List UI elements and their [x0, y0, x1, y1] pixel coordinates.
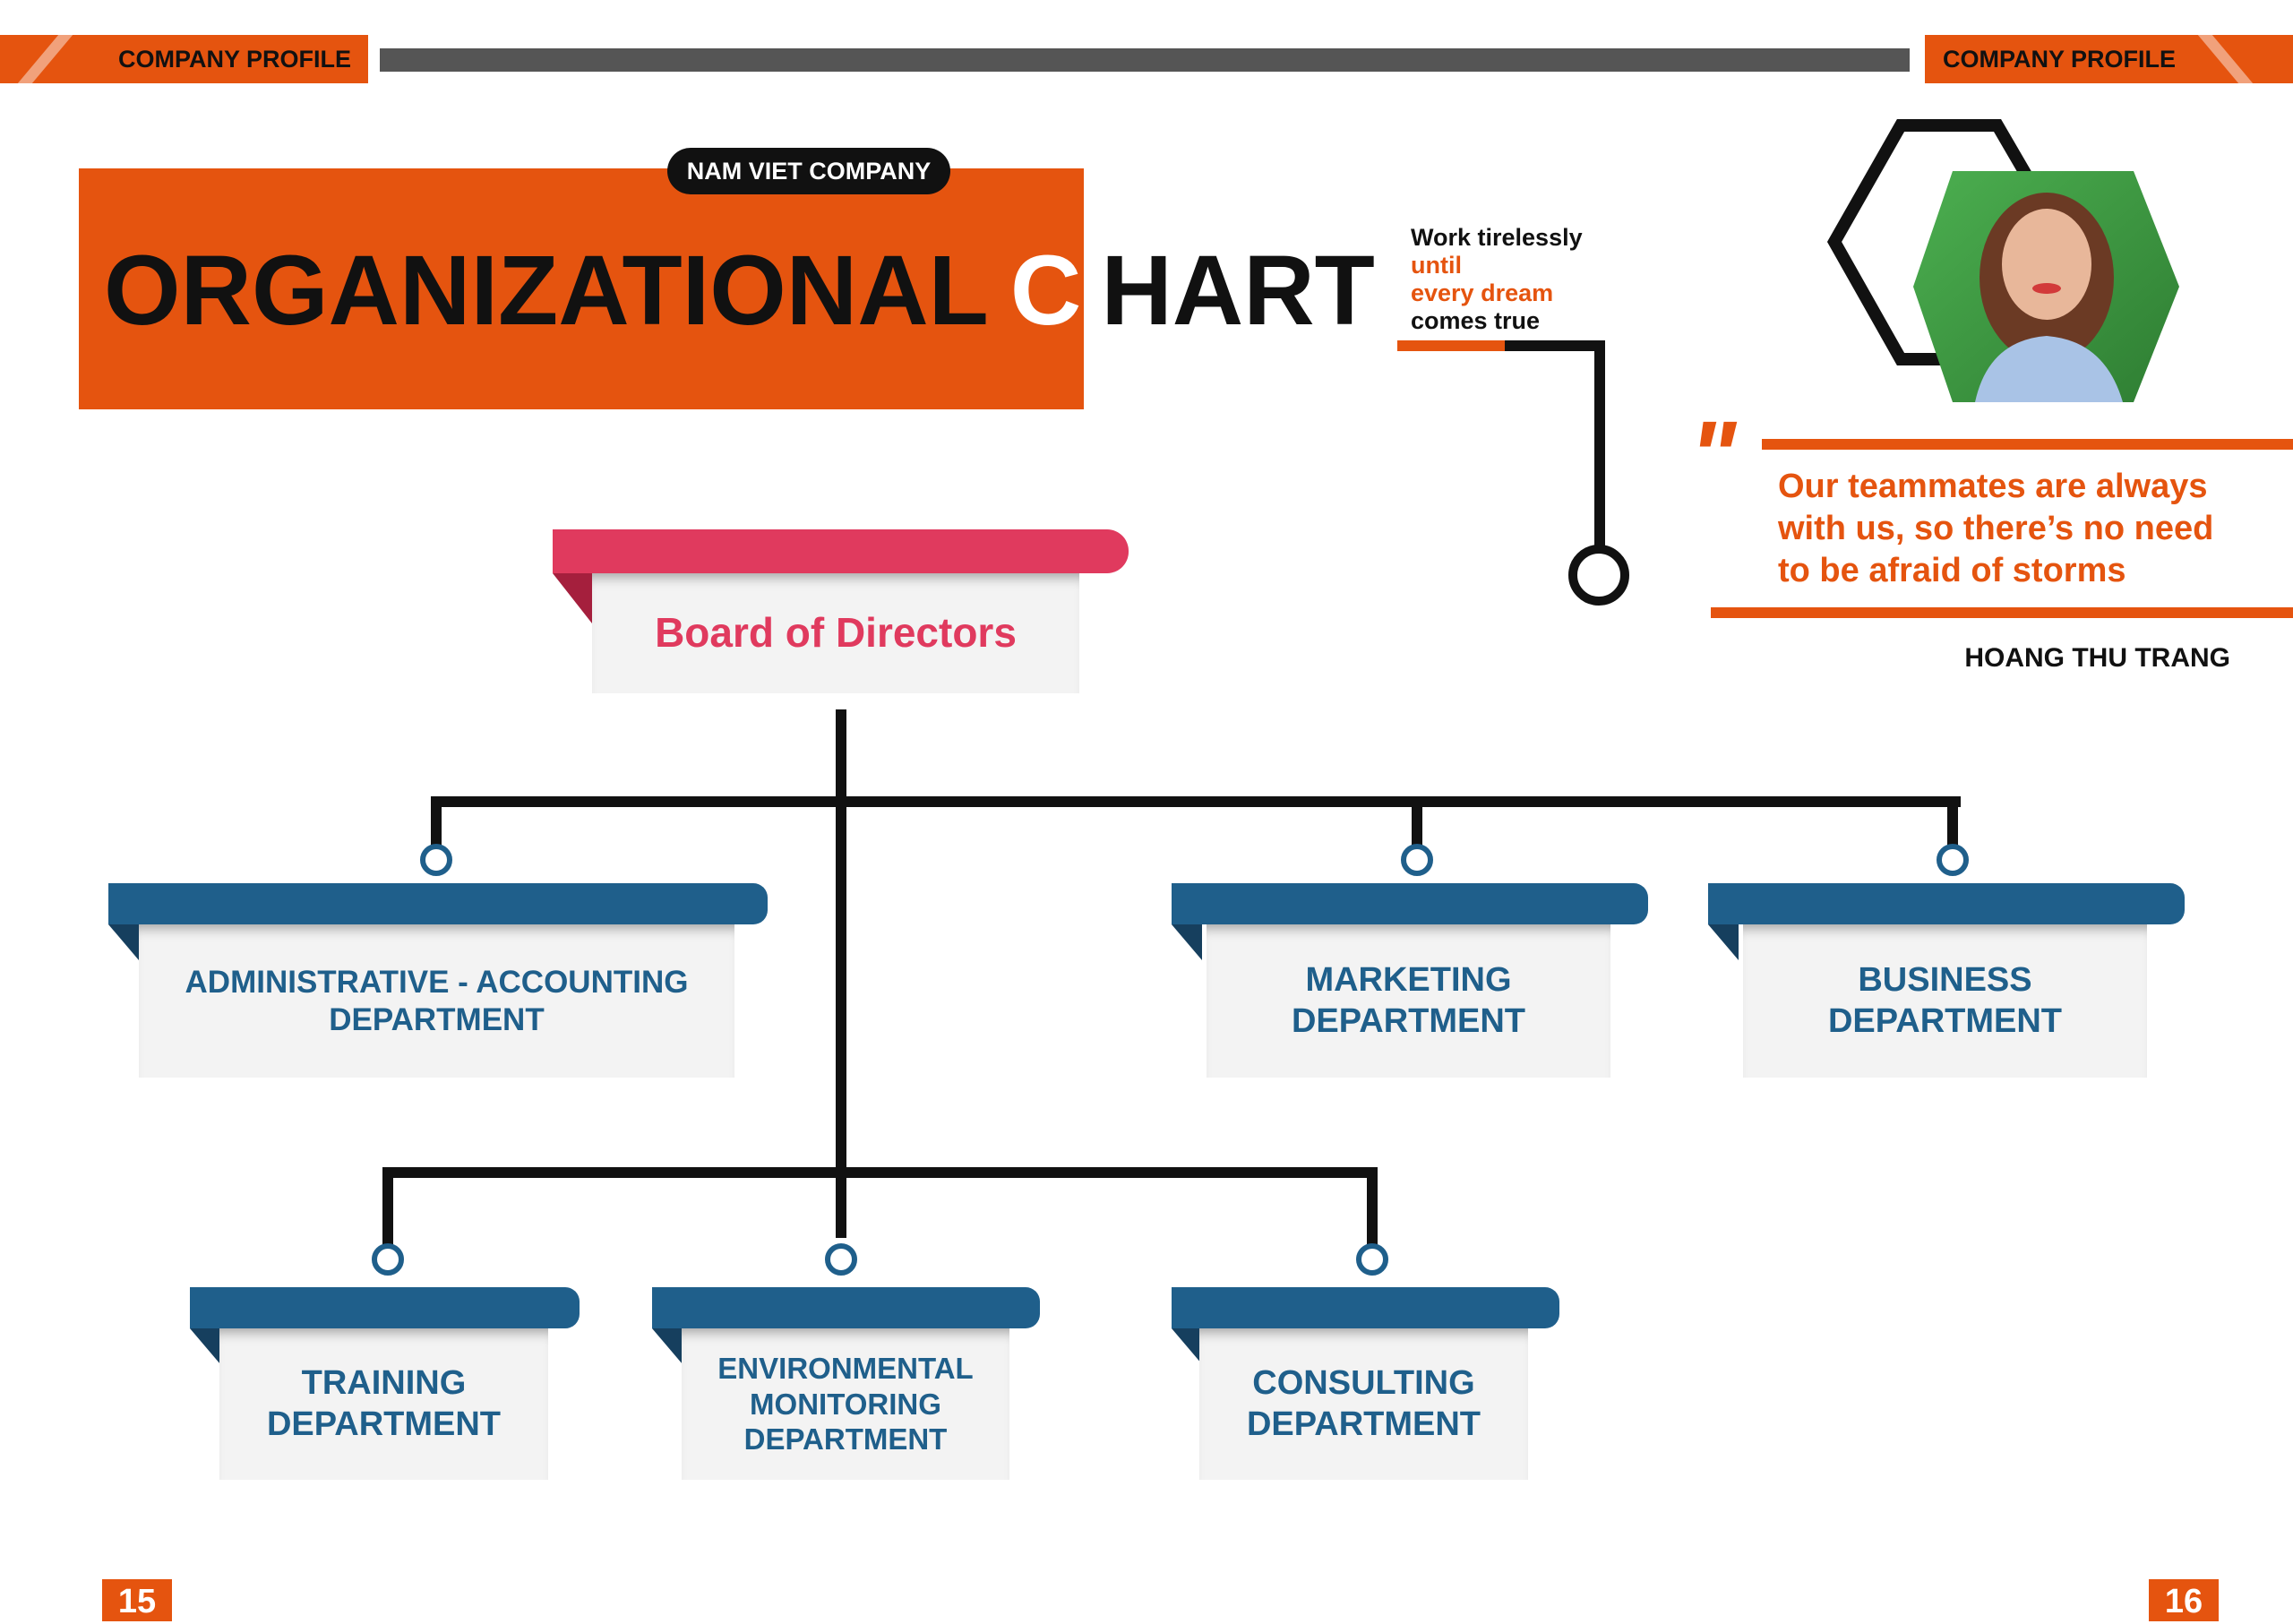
drop-line	[431, 796, 442, 846]
dept-label: DEPARTMENT	[1827, 1001, 2063, 1040]
page-number-right: 16	[2149, 1579, 2219, 1621]
dept-label: ADMINISTRATIVE - ACCOUNTING	[185, 964, 689, 1000]
tagline-line: until	[1411, 252, 1462, 279]
dept-label: TRAINING	[301, 1363, 467, 1402]
title-part2: HART	[1101, 236, 1375, 346]
dept-label: MARKETING	[1305, 960, 1512, 999]
dept-fold	[652, 1328, 683, 1364]
title-part1: ORGANIZATIONAL	[104, 236, 989, 346]
node-circle	[1937, 844, 1969, 876]
page-number-left: 15	[102, 1579, 172, 1621]
quote-top-rule	[1762, 439, 2293, 450]
connector-line	[1594, 340, 1605, 548]
dept-label: DEPARTMENT	[266, 1405, 502, 1443]
dept-fold	[1708, 924, 1739, 960]
row1-branch-line	[431, 796, 1961, 807]
drop-line	[1367, 1167, 1378, 1246]
board-of-directors-card: Board of Directors	[592, 573, 1079, 693]
dept-banner	[652, 1287, 1040, 1328]
node-circle	[1401, 844, 1433, 876]
node-circle	[372, 1243, 404, 1276]
dept-banner	[108, 883, 768, 924]
hexagon-outline	[1826, 119, 2032, 365]
quote-line: Our teammates are always	[1778, 468, 2208, 505]
dept-fold	[108, 924, 139, 960]
node-circle	[825, 1243, 857, 1276]
node-circle	[1356, 1243, 1388, 1276]
dept-banner	[190, 1287, 580, 1328]
connector-end-circle	[1568, 545, 1629, 606]
quote-text: Our teammates are always with us, so the…	[1778, 466, 2213, 592]
profile-photo	[1826, 119, 2179, 402]
drop-line	[382, 1167, 393, 1246]
quote-author: HOANG THU TRANG	[1964, 643, 2230, 673]
quote-line: with us, so there’s no need	[1778, 510, 2214, 547]
dept-banner	[1708, 883, 2185, 924]
tagline: Work tirelessly until every dream comes …	[1411, 224, 1583, 335]
node-circle	[420, 844, 452, 876]
dept-fold	[1172, 924, 1202, 960]
dept-label: DEPARTMENT	[329, 1001, 545, 1037]
dept-label: DEPARTMENT	[1291, 1001, 1526, 1040]
dept-fold	[190, 1328, 220, 1364]
dept-banner	[1172, 1287, 1559, 1328]
connector-line	[1505, 340, 1605, 351]
page-title: ORGANIZATIONAL C HART	[104, 242, 1375, 340]
tagline-line: Work tirelessly	[1411, 224, 1583, 251]
tagline-line: every dream	[1411, 279, 1554, 306]
row2-branch-line	[382, 1167, 1378, 1178]
header-right-tab: COMPANY PROFILE	[1925, 35, 2293, 83]
dept-label: BUSINESS	[1858, 960, 2032, 999]
drop-line	[1412, 796, 1422, 846]
title-background	[79, 168, 1084, 409]
company-badge: NAM VIET COMPANY	[667, 148, 950, 194]
trunk-line	[836, 709, 846, 1238]
dept-fold	[1172, 1328, 1202, 1364]
dept-banner	[1172, 883, 1648, 924]
dept-label: CONSULTING	[1252, 1363, 1475, 1402]
header-left-tab: COMPANY PROFILE	[0, 35, 368, 83]
board-label: Board of Directors	[655, 609, 1017, 657]
drop-line	[1947, 796, 1958, 846]
quote-bottom-rule	[1711, 607, 2293, 618]
dept-label: ENVIRONMENTAL	[717, 1352, 974, 1386]
header-right-label: COMPANY PROFILE	[1943, 45, 2177, 73]
dept-label: DEPARTMENT	[1246, 1405, 1481, 1443]
dept-label: MONITORING	[750, 1387, 941, 1421]
tagline-underline	[1397, 340, 1505, 351]
quote-line: to be afraid of storms	[1778, 552, 2126, 589]
tagline-line: comes true	[1411, 307, 1541, 334]
header-left-label: COMPANY PROFILE	[118, 45, 352, 73]
dept-label: DEPARTMENT	[743, 1422, 948, 1456]
title-letter-c: C	[1009, 236, 1082, 346]
header-divider-bar	[380, 48, 1910, 72]
quote-mark-icon: "	[1689, 401, 1737, 511]
board-fold	[553, 573, 592, 623]
board-banner	[553, 529, 1129, 573]
